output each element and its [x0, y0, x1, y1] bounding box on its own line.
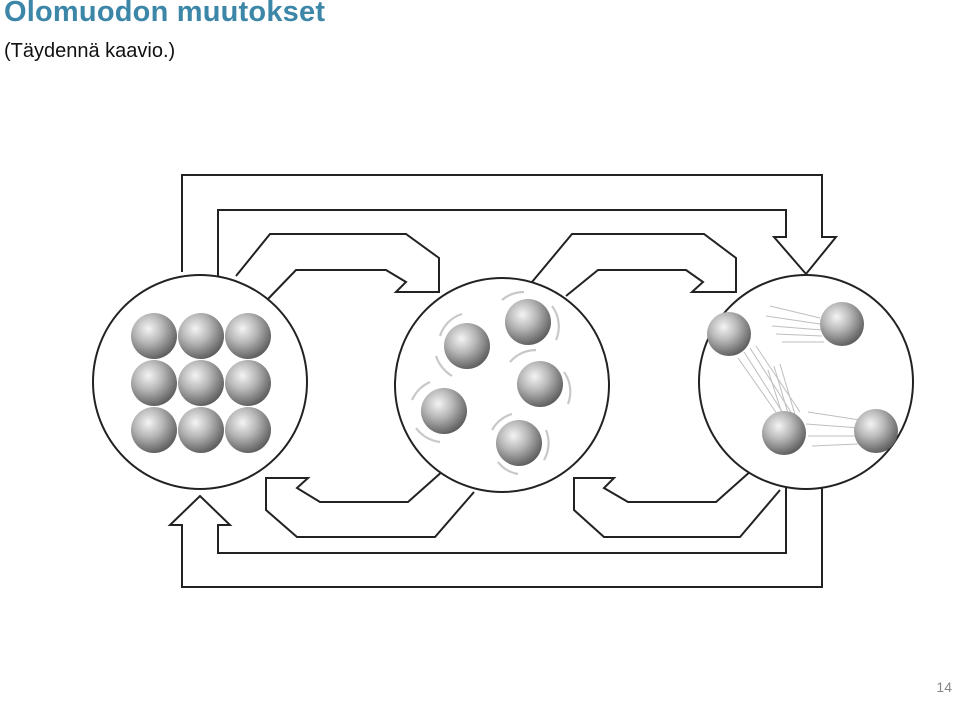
- slide-subtitle: (Täydennä kaavio.): [4, 40, 176, 62]
- arrow-solid-to-liquid: [235, 233, 440, 300]
- motion-trails: [737, 305, 861, 447]
- page-number: 14: [936, 679, 952, 695]
- particle: [421, 388, 467, 434]
- arrow-gas-to-solid: [167, 486, 823, 588]
- gas-state-circle: [698, 274, 914, 490]
- particle: [820, 302, 864, 346]
- particle: [762, 411, 806, 455]
- solid-particles: [131, 313, 271, 453]
- particle: [178, 313, 224, 359]
- particle: [854, 409, 898, 453]
- particle: [496, 420, 542, 466]
- vibration-arcs: [410, 290, 572, 476]
- liquid-state-circle: [394, 277, 610, 493]
- particle: [178, 360, 224, 406]
- particle: [707, 312, 751, 356]
- arrow-liquid-to-gas: [531, 233, 737, 297]
- particle: [225, 407, 271, 453]
- particle: [505, 299, 551, 345]
- arrow-solid-to-gas: [181, 174, 839, 276]
- particle: [225, 313, 271, 359]
- arrow-liquid-to-solid: [265, 469, 475, 538]
- particle: [131, 407, 177, 453]
- particle: [131, 313, 177, 359]
- arrow-gas-to-liquid: [573, 469, 781, 538]
- particle: [225, 360, 271, 406]
- slide-title: Olomuodon muutokset: [4, 0, 326, 28]
- particle: [444, 323, 490, 369]
- particle: [131, 360, 177, 406]
- liquid-particles: [410, 290, 572, 476]
- particle: [517, 361, 563, 407]
- particle: [178, 407, 224, 453]
- gas-particles: [707, 302, 898, 455]
